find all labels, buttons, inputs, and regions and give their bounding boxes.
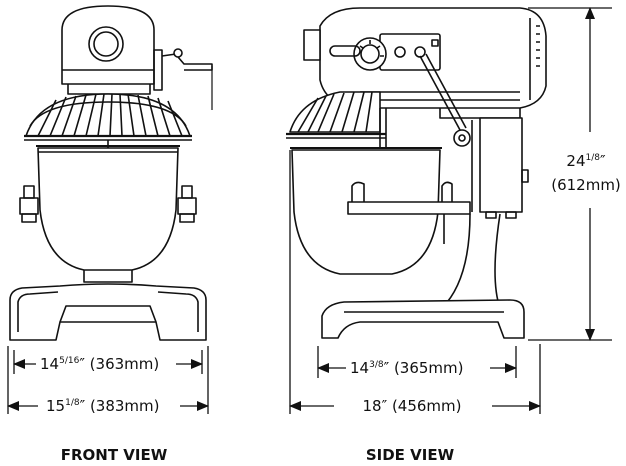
side-view-title: SIDE VIEW — [366, 446, 455, 464]
front-view-dimension-lines — [7, 346, 209, 414]
side-height-label: 241/8″ — [566, 152, 606, 170]
front-view-mixer-drawing — [9, 5, 213, 341]
side-view-mixer-drawing — [286, 7, 547, 339]
side-height-metric-label: (612mm) — [551, 176, 621, 194]
side-view-dimension-lines — [289, 7, 612, 414]
side-base-width-label: 143/8″ (365mm) — [350, 359, 464, 377]
front-outer-width-label: 151/8″ (383mm) — [46, 397, 160, 415]
front-inner-width-label: 145/16″ (363mm) — [40, 355, 159, 373]
side-overall-width-label: 18″ (456mm) — [362, 397, 461, 415]
front-view-title: FRONT VIEW — [61, 446, 168, 464]
